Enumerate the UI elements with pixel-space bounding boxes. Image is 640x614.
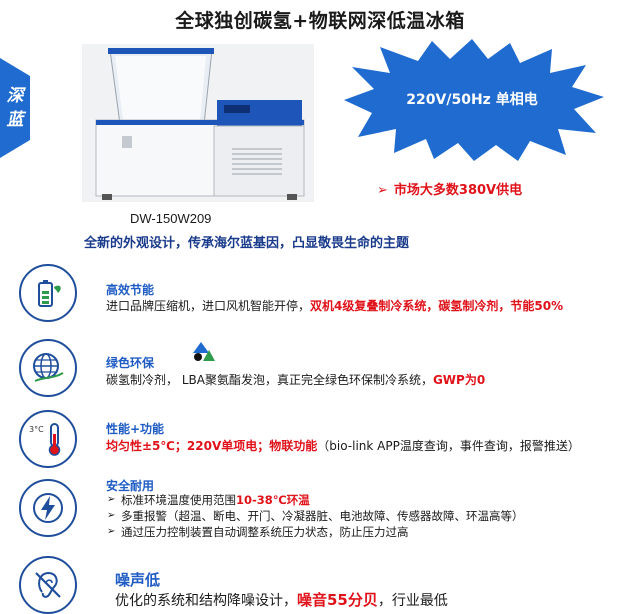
feature-body: 碳氢制冷剂， LBA聚氨酯发泡，真正完全绿色环保制冷系统，GWP为0: [106, 371, 485, 388]
product-model: DW-150W209: [130, 211, 212, 226]
page-title: 全球独创碳氢+物联网深低温冰箱: [175, 10, 465, 32]
battery-leaf-icon: [19, 264, 77, 322]
bullet-text: 多重报警（超温、断电、开门、冷凝器脏、电池故障、传感器故障、环温高等）: [121, 509, 524, 523]
feature-title: 安全耐用: [106, 479, 155, 493]
feature-body-text: 碳氢制冷剂， LBA聚氨酯发泡，真正完全绿色环保制冷系统，: [106, 373, 433, 387]
side-ribbon-char: 深: [6, 86, 24, 106]
feature-title: 性能+功能: [106, 422, 165, 436]
product-tagline: 全新的外观设计，传承海尔蓝基因，凸显敬畏生命的主题: [84, 236, 410, 251]
thermometer-icon: 3°C: [19, 410, 77, 468]
lightning-icon: [19, 479, 77, 537]
feature-body-text: （bio-link APP温度查询，事件查询，报警推送）: [317, 439, 580, 453]
list-item: 通过压力控制装置自动调整系统压力状态，防止压力过高: [107, 524, 577, 540]
feature-body-text: 优化的系统和结构降噪设计，: [115, 593, 297, 609]
side-ribbon-char: 蓝: [6, 110, 24, 130]
side-ribbon-label: 深 蓝: [4, 84, 26, 132]
market-note-text: 市场大多数380V供电: [393, 183, 523, 198]
bullet-highlight: 10-38℃环温: [236, 493, 310, 507]
feature-body-tail: ，行业最低: [377, 593, 448, 609]
feature-body: 进口品牌压缩机，进口风机智能开停，双机4级复叠制冷系统，碳氢制冷剂，节能50%: [106, 297, 563, 314]
starburst-shape: [344, 39, 604, 161]
feature-body-highlight: 双机4级复叠制冷系统，碳氢制冷剂，节能50%: [310, 299, 564, 313]
list-item: 多重报警（超温、断电、开门、冷凝器脏、电池故障、传感器故障、环温高等）: [107, 508, 567, 524]
recycle-icon: [193, 342, 215, 361]
thermometer-label: 3°C: [29, 425, 44, 434]
globe-icon: [19, 339, 77, 397]
bullet-text: 通过压力控制装置自动调整系统压力状态，防止压力过高: [121, 525, 409, 539]
feature-body: 均匀性±5℃；220V单项电；物联功能（bio-link APP温度查询，事件查…: [106, 437, 580, 454]
freezer-product-image: [82, 44, 314, 202]
feature-body-highlight: 噪音55分贝: [297, 591, 378, 609]
feature-title: 噪声低: [115, 571, 161, 589]
side-ribbon: [0, 58, 30, 158]
list-item: 标准环境温度使用范围10-38℃环温: [107, 492, 577, 508]
feature-body-highlight: GWP为0: [432, 373, 486, 387]
muted-ear-icon: [19, 556, 77, 614]
power-spec: 220V/50Hz 单相电: [406, 92, 538, 108]
market-note: ➢ 市场大多数380V供电: [377, 179, 522, 198]
feature-body: 优化的系统和结构降噪设计，噪音55分贝，行业最低: [115, 589, 448, 610]
safety-bullet-list: 标准环境温度使用范围10-38℃环温 多重报警（超温、断电、开门、冷凝器脏、电池…: [107, 492, 577, 540]
feature-body-text: 进口品牌压缩机，进口风机智能开停，: [106, 299, 311, 313]
feature-body-highlight: 均匀性±5℃；220V单项电；物联功能: [106, 439, 318, 453]
bullet-text: 标准环境温度使用范围: [121, 493, 236, 507]
feature-title: 高效节能: [106, 283, 155, 297]
arrow-bullet-icon: ➢: [377, 183, 388, 198]
feature-title: 绿色环保: [106, 356, 155, 370]
